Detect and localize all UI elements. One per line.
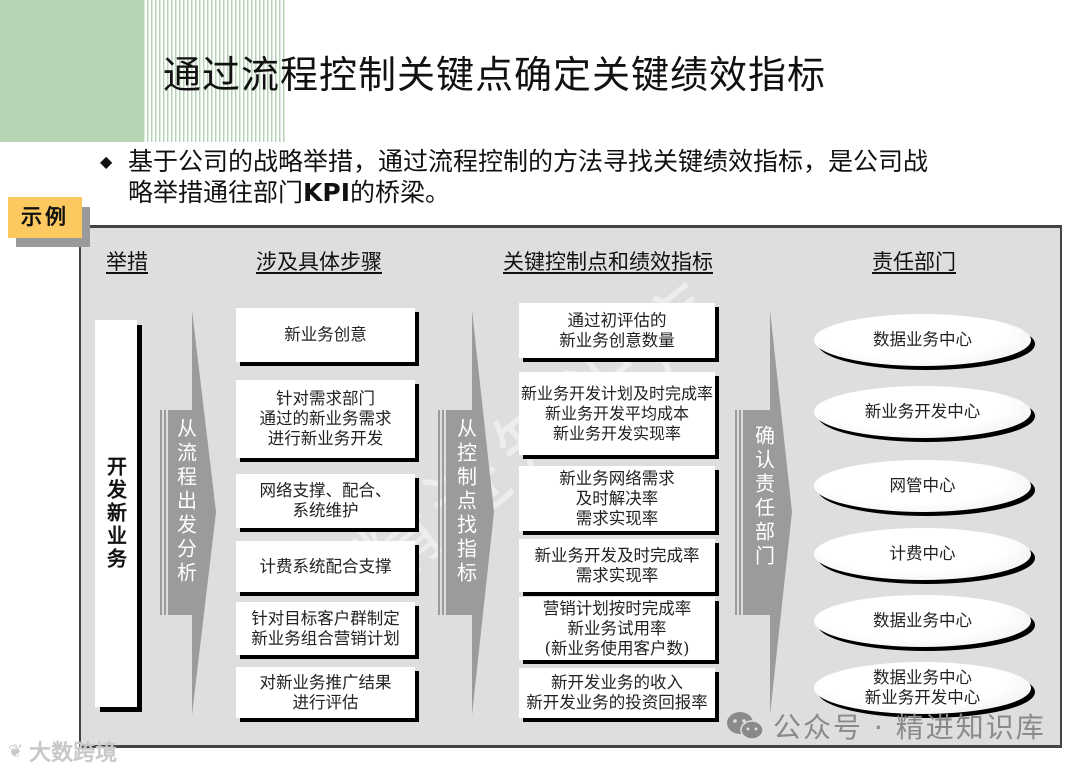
intro-line-2-post: 的桥梁。 — [350, 178, 451, 207]
bullet-diamond-icon: ◆ — [100, 152, 113, 171]
arrow-shape-1 — [160, 310, 216, 715]
kpi-box-4: 新业务开发及时完成率 需求实现率 — [519, 539, 715, 592]
column-header-dept: 责任部门 — [872, 250, 956, 274]
arrow-shape-2 — [438, 310, 494, 715]
header-stripes — [143, 0, 285, 142]
dept-ellipse-3: 网管中心 — [814, 460, 1031, 512]
watermark-bottom-right-text: 公众号 · 精进知识库 — [773, 711, 1046, 744]
arrow-3: 确认责任部门 — [746, 425, 782, 605]
arrow-1: 从流程出发分析 — [168, 418, 204, 608]
wechat-icon — [727, 712, 764, 740]
column-header-steps: 涉及具体步骤 — [256, 250, 382, 274]
intro-kpi: KPI — [303, 178, 351, 207]
watermark-bottom-right: 公众号 · 精进知识库 — [725, 706, 1046, 746]
watermark-bottom-left: ❦ 大数跨境 — [8, 735, 117, 767]
dept-ellipse-5: 数据业务中心 — [814, 595, 1031, 647]
step-box-4: 计费系统配合支撑 — [236, 541, 415, 592]
kpi-box-6: 新开发业务的收入 新开发业务的投资回报率 — [519, 668, 715, 718]
dept-ellipse-1: 数据业务中心 — [814, 314, 1031, 366]
page-title: 通过流程控制关键点确定关键绩效指标 — [163, 53, 827, 97]
dept-ellipse-2: 新业务开发中心 — [814, 386, 1031, 438]
step-box-2: 针对需求部门 通过的新业务需求 进行新业务开发 — [236, 380, 415, 458]
kpi-box-2: 新业务开发计划及时完成率 新业务开发平均成本 新业务开发实现率 — [519, 372, 715, 455]
arrow-3-label: 确认责任部门 — [751, 425, 776, 569]
dept-ellipse-4: 计费中心 — [814, 528, 1031, 580]
step-box-6: 对新业务推广结果 进行评估 — [236, 667, 415, 718]
arrow-shape-3 — [735, 310, 792, 715]
intro-line-2-pre: 略举措通往部门 — [128, 178, 304, 207]
column-header-kpi: 关键控制点和绩效指标 — [503, 250, 713, 274]
example-tag: 示例 — [8, 197, 82, 238]
column-header-measure: 举措 — [106, 250, 148, 274]
arrow-2: 从控制点找指标 — [448, 418, 484, 608]
watermark-bottom-left-text: 大数跨境 — [29, 741, 118, 766]
dept-ellipse-6: 数据业务中心 新业务开发中心 — [814, 662, 1031, 714]
kpi-box-1: 通过初评估的 新业务创意数量 — [519, 303, 715, 358]
header-green-block — [0, 0, 143, 142]
step-box-3: 网络支撑、配合、 系统维护 — [236, 474, 415, 528]
arrow-1-label: 从流程出发分析 — [173, 418, 198, 586]
step-box-5: 针对目标客户群制定 新业务组合营销计划 — [236, 602, 415, 655]
step-box-1: 新业务创意 — [236, 308, 415, 362]
brand-logo-icon: ❦ — [8, 740, 24, 762]
intro-line-1: 基于公司的战略举措，通过流程控制的方法寻找关键绩效指标，是公司战 — [128, 147, 929, 176]
intro-text: 基于公司的战略举措，通过流程控制的方法寻找关键绩效指标，是公司战 略举措通往部门… — [128, 146, 1058, 208]
kpi-box-3: 新业务网络需求 及时解决率 需求实现率 — [519, 466, 715, 531]
measure-box: 开发新业务 — [95, 320, 137, 707]
arrow-2-label: 从控制点找指标 — [453, 418, 478, 586]
measure-label: 开发新业务 — [103, 456, 128, 571]
kpi-box-5: 营销计划按时完成率 新业务试用率 (新业务使用客户数) — [519, 597, 715, 660]
